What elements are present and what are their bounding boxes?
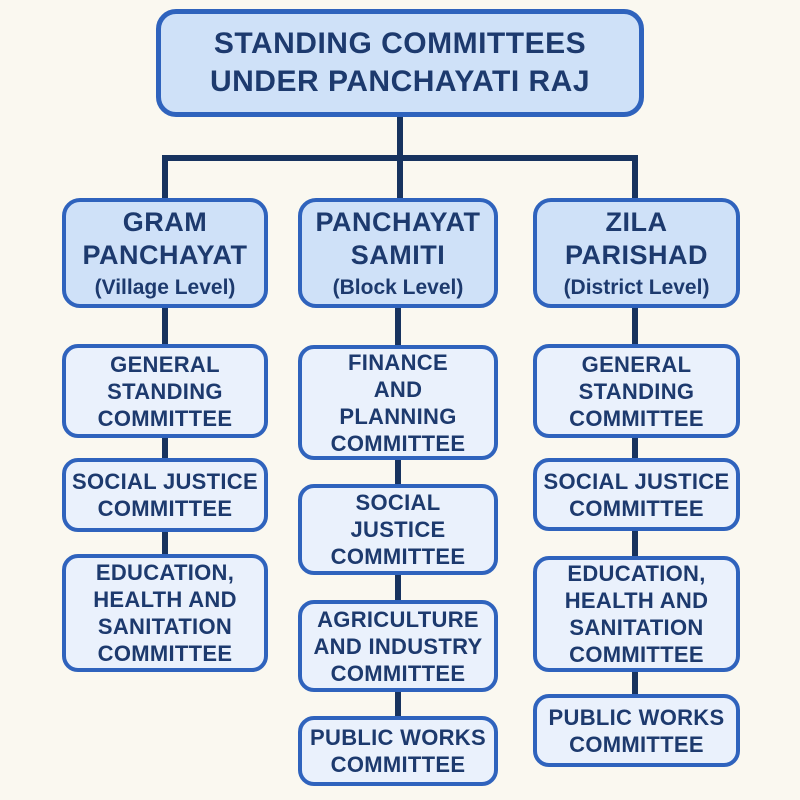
chart-title: STANDING COMMITTEES UNDER PANCHAYATI RAJ — [209, 27, 591, 98]
header-gram-panchayat: GRAM PANCHAYAT (Village Level) — [62, 198, 268, 308]
header-zila-parishad: ZILA PARISHAD (District Level) — [533, 198, 740, 308]
chart-title-box: STANDING COMMITTEES UNDER PANCHAYATI RAJ — [156, 9, 644, 117]
committee-zila-public-works: PUBLIC WORKS COMMITTEE — [533, 694, 740, 767]
header-panchayat-samiti-level: (Block Level) — [332, 275, 464, 299]
header-zila-parishad-level: (District Level) — [563, 275, 710, 299]
committee-samiti-social-justice: SOCIAL JUSTICE COMMITTEE — [298, 484, 498, 575]
header-gram-panchayat-level: (Village Level) — [94, 275, 236, 299]
connector-drop-left — [162, 155, 168, 203]
connector-title-stub — [397, 114, 403, 161]
connector-drop-right — [632, 155, 638, 203]
committee-gram-education-health: EDUCATION, HEALTH AND SANITATION COMMITT… — [62, 554, 268, 672]
header-panchayat-samiti: PANCHAYAT SAMITI (Block Level) — [298, 198, 498, 308]
committee-samiti-public-works: PUBLIC WORKS COMMITTEE — [298, 716, 498, 786]
committee-gram-social-justice: SOCIAL JUSTICE COMMITTEE — [62, 458, 268, 532]
header-zila-parishad-name: ZILA PARISHAD — [564, 206, 708, 270]
committee-zila-social-justice: SOCIAL JUSTICE COMMITTEE — [533, 458, 740, 531]
header-gram-panchayat-name: GRAM PANCHAYAT — [82, 206, 248, 270]
committee-gram-general-standing: GENERAL STANDING COMMITTEE — [62, 344, 268, 438]
committee-samiti-agriculture-industry: AGRICULTURE AND INDUSTRY COMMITTEE — [298, 600, 498, 692]
connector-drop-mid — [397, 155, 403, 203]
header-panchayat-samiti-name: PANCHAYAT SAMITI — [315, 206, 481, 270]
committee-samiti-finance-planning: FINANCE AND PLANNING COMMITTEE — [298, 345, 498, 460]
committee-zila-general-standing: GENERAL STANDING COMMITTEE — [533, 344, 740, 438]
committee-zila-education-health: EDUCATION, HEALTH AND SANITATION COMMITT… — [533, 556, 740, 672]
